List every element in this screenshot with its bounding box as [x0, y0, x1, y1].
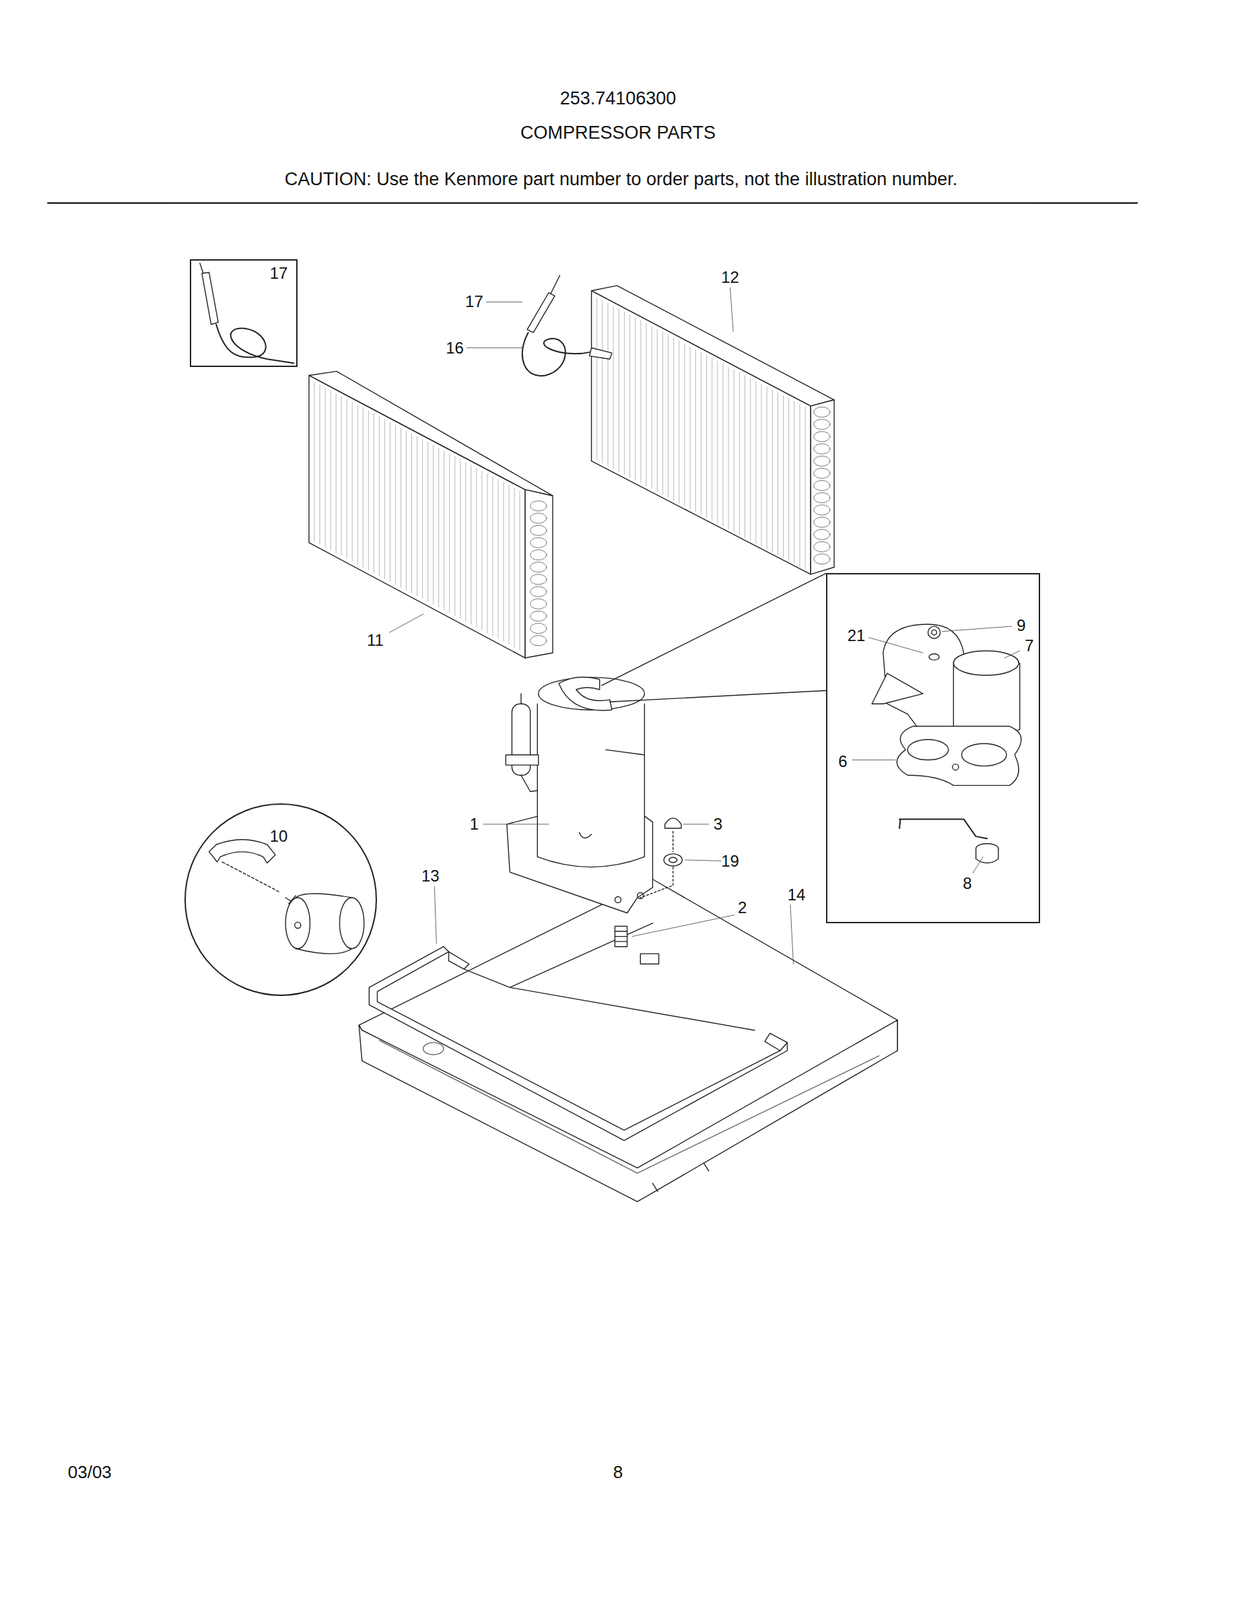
callout-number: 6: [838, 752, 847, 771]
callout-number: 3: [713, 815, 723, 833]
compressor: [505, 676, 653, 913]
callout-number: 21: [847, 626, 866, 645]
base-pan: [358, 879, 898, 1202]
detail-circle: 10: [183, 802, 378, 997]
callout-number: 17: [465, 292, 484, 311]
terminal-parts: [871, 624, 1022, 863]
callout-number: 12: [721, 268, 740, 287]
page-number: 8: [613, 1462, 623, 1482]
base-frame: [368, 922, 787, 1141]
header-rule: [47, 201, 1138, 204]
callout-number: 17: [269, 264, 289, 283]
callout-number: 1: [469, 815, 479, 833]
callout-number: 16: [445, 338, 464, 357]
condenser-coil: [309, 370, 553, 658]
page-title: COMPRESSOR PARTS: [520, 123, 716, 145]
callout-number: 7: [1024, 636, 1034, 655]
callout-number: 11: [366, 631, 384, 649]
detail-box: 21 97 6 8: [826, 572, 1041, 923]
callout-number: 19: [721, 851, 740, 870]
circle-border: [185, 803, 377, 995]
mount-hardware: [614, 817, 682, 965]
callout-number: 9: [1016, 616, 1026, 635]
capacitor-clamp: [209, 839, 365, 954]
callout-number: 13: [421, 867, 440, 885]
callout-number: 14: [787, 885, 806, 903]
thermistor: [522, 275, 612, 376]
callout-number: 8: [962, 874, 972, 892]
caution-note: CAUTION: Use the Kenmore part number to …: [284, 169, 958, 190]
thermistor-inset: [199, 263, 294, 363]
model-number: 253.74106300: [560, 88, 677, 110]
callout-number: 10: [269, 827, 289, 845]
detail-leader: [601, 572, 827, 702]
callout-number: 2: [737, 898, 747, 917]
footer-date: 03/03: [67, 1462, 112, 1482]
evaporator-coil: [591, 285, 835, 575]
leader-lines: [389, 287, 1020, 964]
inset-box: 17: [189, 259, 298, 367]
